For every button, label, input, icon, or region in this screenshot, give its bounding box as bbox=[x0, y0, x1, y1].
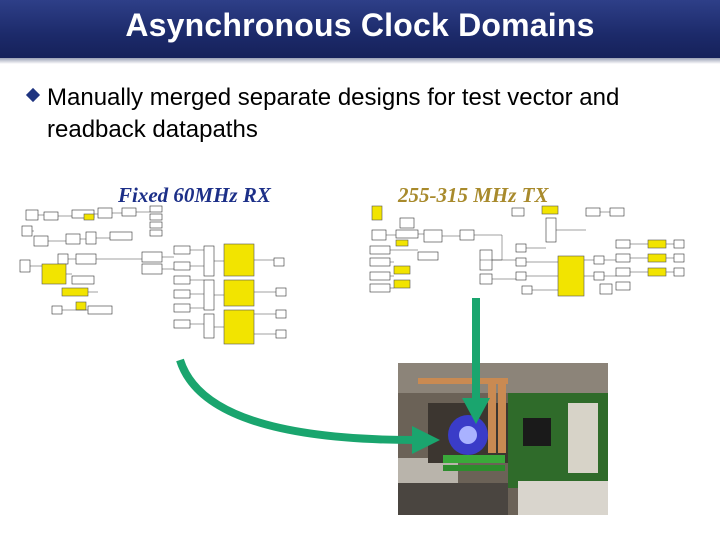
hardware-board-photo bbox=[398, 363, 608, 515]
title-bar: Asynchronous Clock Domains bbox=[0, 0, 720, 64]
tx-schematic-image bbox=[369, 205, 685, 297]
rx-arrow-curve bbox=[176, 358, 416, 444]
diamond-bullet-icon bbox=[25, 87, 41, 103]
slide-title: Asynchronous Clock Domains bbox=[125, 7, 595, 43]
rx-schematic-image bbox=[19, 205, 287, 345]
title-bar-shadow bbox=[0, 58, 720, 64]
tx-design-label: 255-315 MHz TX bbox=[398, 183, 549, 207]
bullet-text: Manually merged separate designs for tes… bbox=[47, 84, 620, 143]
rx-design-label: Fixed 60MHz RX bbox=[118, 183, 271, 207]
